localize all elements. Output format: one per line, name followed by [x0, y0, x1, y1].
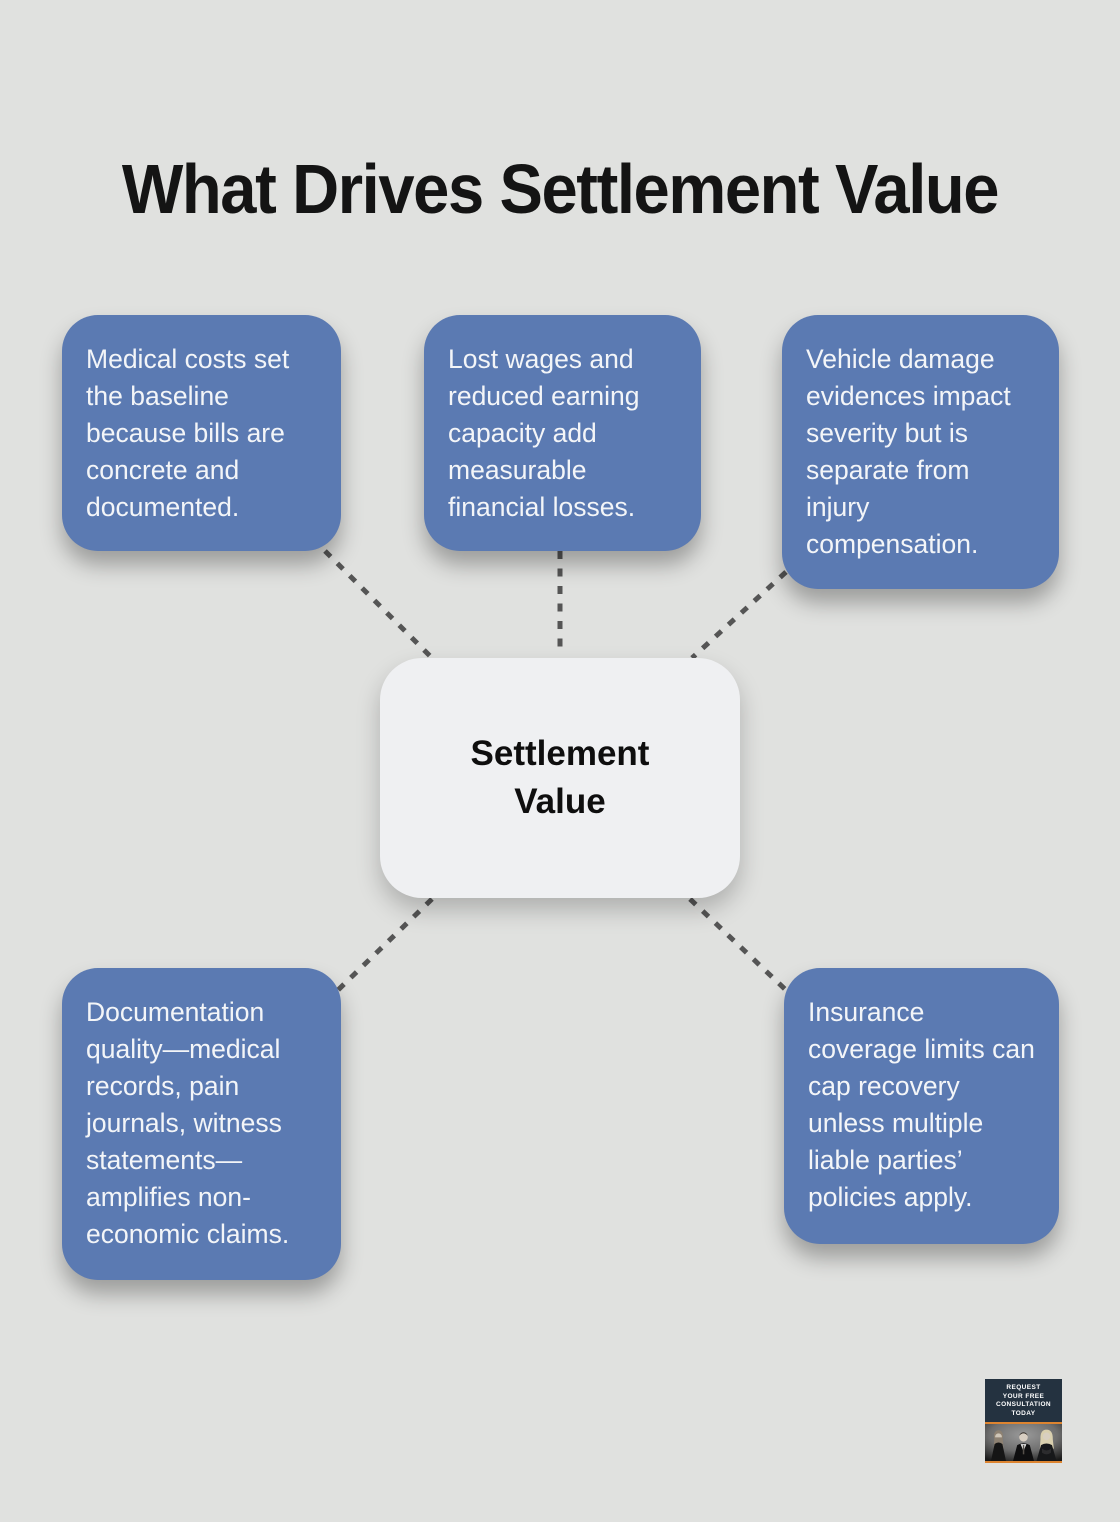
factor-text-documentation-quality: Documentation quality—medical records, p… — [86, 997, 290, 1249]
cta-line-today: TODAY — [1011, 1409, 1036, 1417]
factor-text-medical-costs: Medical costs set the baseline because b… — [86, 344, 290, 522]
factor-card-insurance-limits: Insurance coverage limits can cap recove… — [784, 968, 1059, 1244]
center-node-settlement-value: Settlement Value — [380, 658, 740, 898]
cta-line-request: REQUEST — [1006, 1384, 1041, 1391]
connector-insurance-limits — [688, 897, 791, 995]
center-node-label: Settlement Value — [470, 734, 650, 821]
cta-line-your-free: YOUR FREE — [1002, 1392, 1045, 1400]
connector-documentation-quality — [335, 897, 434, 993]
factor-card-medical-costs: Medical costs set the baseline because b… — [62, 315, 341, 551]
factor-text-insurance-limits: Insurance coverage limits can cap recove… — [808, 997, 1035, 1212]
factor-card-lost-wages: Lost wages and reduced earning capacity … — [424, 315, 701, 551]
connector-vehicle-damage — [690, 570, 788, 660]
cta-line-consultation: CONSULTATION — [996, 1401, 1051, 1408]
factor-text-lost-wages: Lost wages and reduced earning capacity … — [448, 344, 640, 522]
consultation-cta-badge[interactable]: REQUEST YOUR FREE CONSULTATION TODAY — [985, 1379, 1062, 1463]
factor-text-vehicle-damage: Vehicle damage evidences impact severity… — [806, 344, 1011, 559]
factor-card-documentation-quality: Documentation quality—medical records, p… — [62, 968, 341, 1280]
consultation-cta-text: REQUEST YOUR FREE CONSULTATION TODAY — [985, 1379, 1062, 1424]
connector-medical-costs — [323, 549, 433, 659]
page-title: What Drives Settlement Value — [121, 149, 1000, 228]
factor-card-vehicle-damage: Vehicle damage evidences impact severity… — [782, 315, 1059, 589]
attorneys-photo — [985, 1424, 1062, 1461]
